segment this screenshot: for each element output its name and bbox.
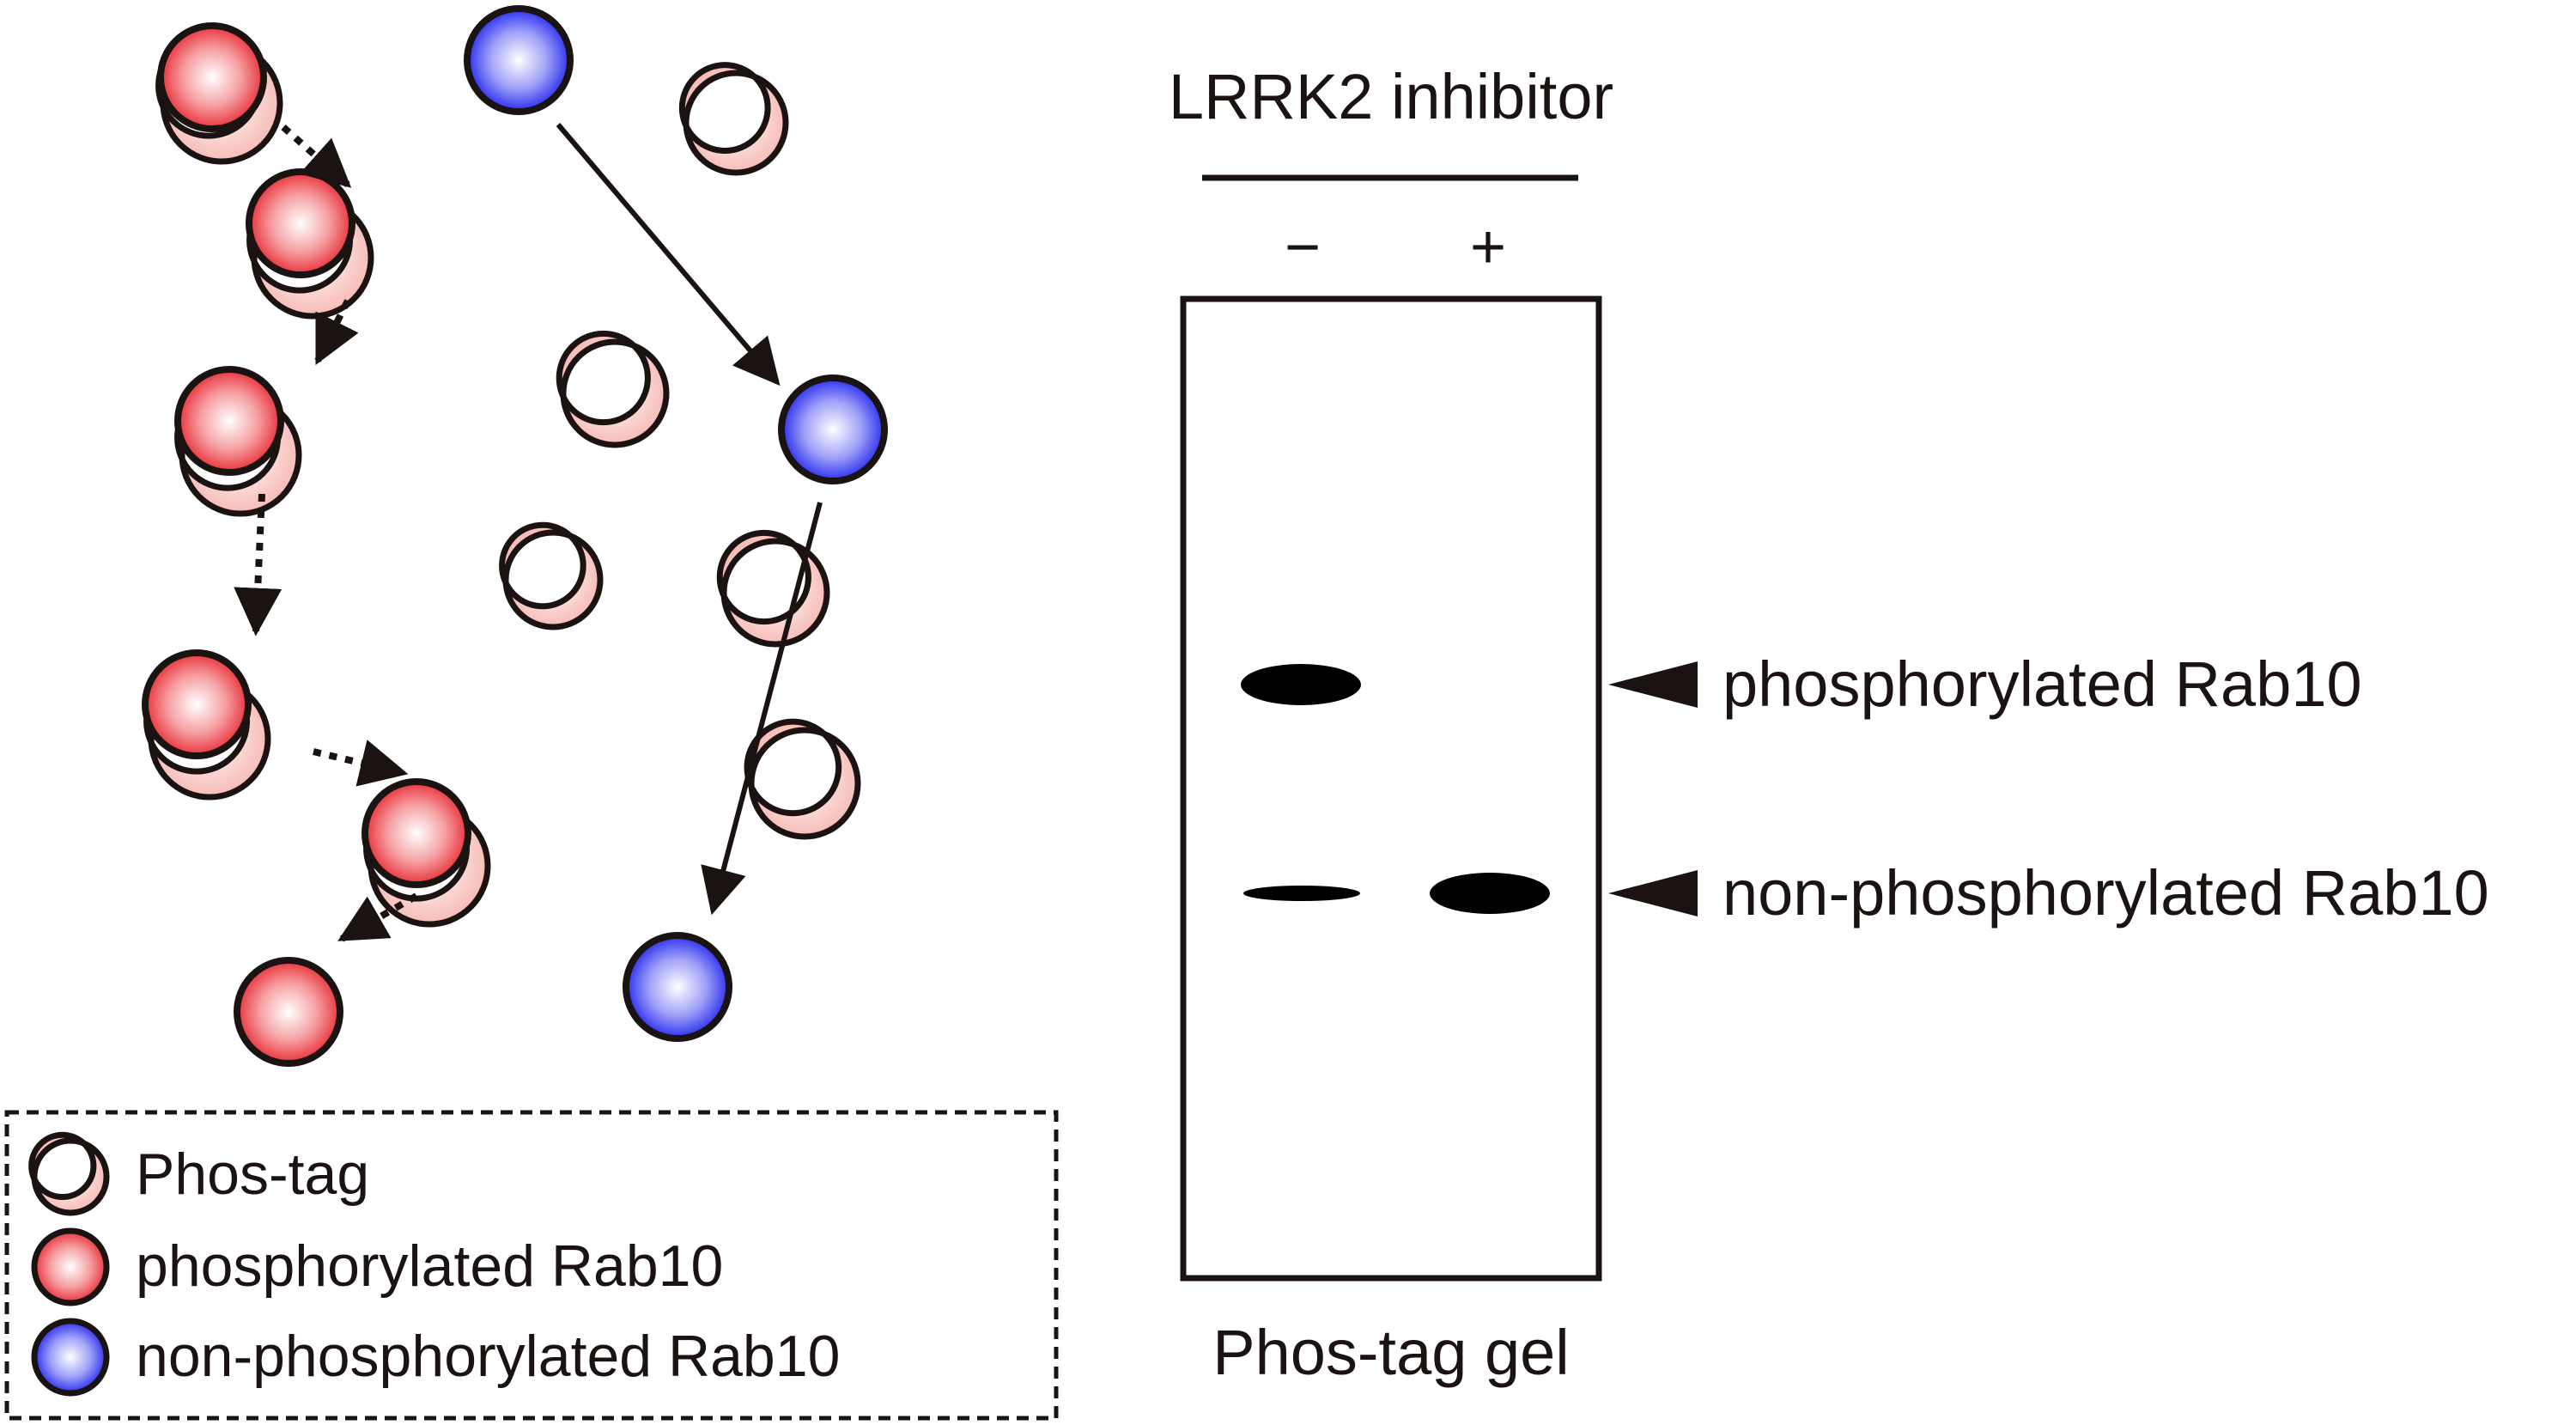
legend-item-phos-tag: Phos-tag [28,1131,369,1216]
phospho-rab10-sphere [157,22,267,132]
marker-label-phospho: phosphorylated Rab10 [1722,649,2362,720]
phospho-rab10-sphere [234,957,343,1067]
dotted-arrow [234,493,283,636]
legend-label-phos-tag: Phos-tag [136,1142,369,1207]
phos-tag-bound-pairs [142,22,491,928]
band-nonphospho-minus [1243,886,1360,901]
phos-tag-bound-rab10 [174,366,302,517]
phos-tag-bound-rab10 [361,778,491,928]
red-sphere-icon [31,1227,110,1306]
dotted-arrow [314,299,359,366]
gel-header: LRRK2 inhibitor [1169,61,1613,132]
phos-tag-crescent [556,330,670,448]
legend-item-phospho: phosphorylated Rab10 [31,1227,723,1306]
gel-panel: LRRK2 inhibitor − + phosphorylated Rab10… [1169,61,2489,1388]
solid-arrow [701,502,823,916]
solid-arrow [556,123,781,387]
nonphospho-rab10-sphere [464,5,574,115]
phos-tag-bound-rab10 [246,168,374,320]
legend-border [4,1110,1059,1421]
gel-caption: Phos-tag gel [1212,1317,1570,1388]
phos-tag-icon [28,1131,110,1216]
phospho-rab10-path [234,125,418,942]
legend-label-phospho: phosphorylated Rab10 [136,1233,723,1299]
free-rab10-spheres [234,5,888,1067]
phos-tag-bound-rab10 [155,22,283,165]
schematic-panel [142,5,888,1067]
phospho-rab10-sphere [246,168,355,278]
lane-label-plus: + [1470,213,1506,282]
arrowhead-phospho-icon [1608,661,1698,708]
gel-frame [1180,295,1602,1282]
legend-label-nonphospho: non-phosphorylated Rab10 [136,1324,840,1389]
nonphospho-rab10-sphere [778,375,888,484]
phos-tag-crescent [678,62,789,176]
phos-tag-crescent [744,718,861,840]
phos-tag-crescent [716,529,830,648]
nonphospho-rab10-path [556,123,823,916]
dotted-arrow [313,740,409,787]
band-nonphospho-plus [1430,873,1550,914]
phospho-rab10-sphere [142,649,252,759]
dotted-arrow [337,892,418,942]
phospho-rab10-sphere [361,778,471,888]
blue-sphere-icon [31,1318,110,1397]
phos-tag-crescent [499,521,604,630]
phos-tag-bound-rab10 [142,649,271,801]
dotted-arrow [281,125,352,188]
phos-tag-icon [28,1131,110,1216]
nonphospho-rab10-sphere [623,932,732,1042]
phospho-rab10-sphere [174,366,284,476]
phos-tag-crescents [499,62,861,840]
legend-box: Phos-tag phosphorylated Rab10 non-phosph… [4,1110,1059,1421]
legend-item-nonphospho: non-phosphorylated Rab10 [31,1318,840,1397]
marker-label-nonphospho: non-phosphorylated Rab10 [1722,857,2489,929]
band-phospho-minus [1241,664,1361,705]
arrowhead-nonphospho-icon [1608,870,1698,917]
lane-label-minus: − [1285,213,1321,282]
